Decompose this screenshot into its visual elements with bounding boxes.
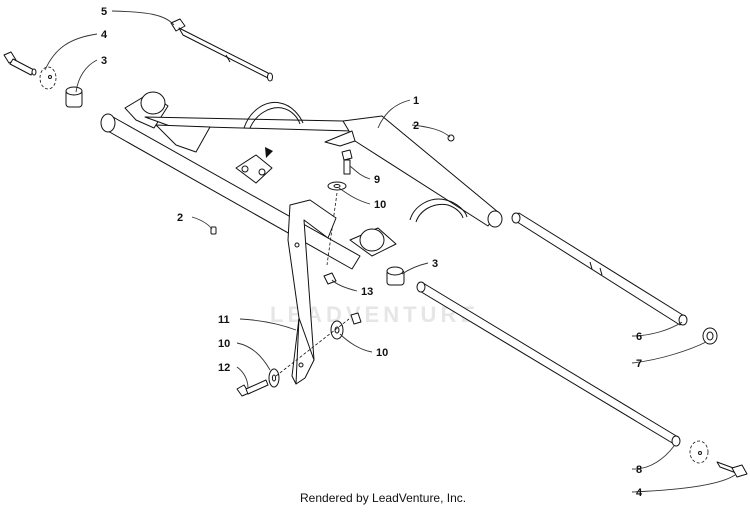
callout-1: 1: [413, 95, 419, 107]
callout-2-right: 2: [413, 120, 419, 132]
part-3-bushing-right[interactable]: [386, 266, 405, 286]
part-6-shaft[interactable]: [511, 212, 688, 326]
leader-lines: [44, 10, 736, 493]
callout-4-bottom: 4: [636, 487, 643, 499]
callout-3-top: 3: [101, 55, 107, 67]
part-7-cap[interactable]: [702, 327, 718, 345]
part-5-long-bolt[interactable]: [170, 18, 273, 82]
callout-10-upper: 10: [374, 199, 386, 211]
callouts: 5 4 3 1 2 9 10 2 3 13 11 10 10 12 6 7 8 …: [101, 6, 643, 499]
hidden-washer-right: [689, 440, 709, 464]
hidden-washer-left: [39, 66, 57, 90]
part-11-arm[interactable]: [287, 199, 337, 385]
callout-12: 12: [218, 362, 230, 374]
callout-11: 11: [218, 314, 230, 326]
callout-2-left: 2: [177, 212, 183, 224]
part-8-long-shaft[interactable]: [416, 281, 681, 447]
part-10-washer-lower-left[interactable]: [268, 368, 280, 388]
part-4-bolt-left[interactable]: [3, 51, 37, 76]
callout-6: 6: [636, 331, 642, 343]
arrow-marker: [265, 147, 273, 158]
part-12-bolt[interactable]: [236, 379, 269, 397]
callout-13: 13: [361, 286, 373, 298]
assembly-line-lower: [275, 318, 350, 377]
part-10-washer-lower-right[interactable]: [330, 320, 344, 340]
part-9-bolt[interactable]: [341, 149, 353, 175]
callout-9: 9: [374, 174, 380, 186]
part-10-washer-upper[interactable]: [327, 181, 347, 191]
callout-10-lower-left: 10: [218, 338, 230, 350]
callout-5: 5: [101, 6, 107, 18]
footer-credit: Rendered by LeadVenture, Inc.: [300, 491, 466, 505]
part-4-bolt-right[interactable]: [716, 461, 748, 478]
nut-lower[interactable]: [350, 312, 362, 325]
callout-8: 8: [636, 464, 642, 476]
callout-3-right: 3: [432, 258, 438, 270]
callout-7: 7: [636, 358, 642, 370]
callout-4-top: 4: [101, 29, 108, 41]
callout-10-lower-right: 10: [376, 347, 388, 359]
part-3-bushing-left[interactable]: [65, 86, 83, 108]
